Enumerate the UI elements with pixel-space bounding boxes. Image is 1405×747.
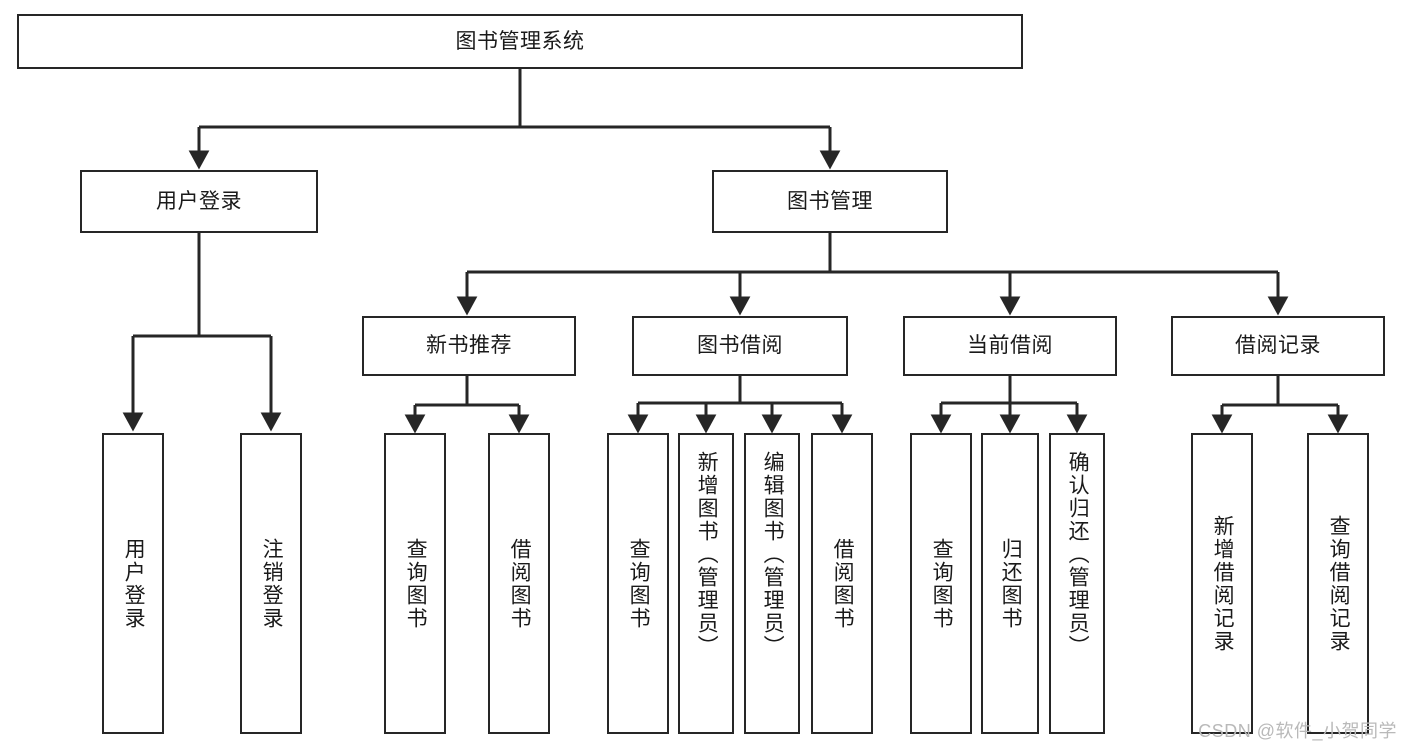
- node-new-book-rec-label: 新书推荐: [426, 334, 512, 358]
- node-user-login[interactable]: 用户登录: [80, 170, 318, 233]
- node-book-manage-label: 图书管理: [787, 189, 873, 213]
- node-current-borrow-label: 当前借阅: [967, 334, 1053, 358]
- node-leaf-logout[interactable]: 注销登录: [240, 433, 302, 734]
- node-leaf-query-book-3-label: 查询图书: [930, 537, 954, 630]
- node-leaf-query-book-2-label: 查询图书: [627, 537, 651, 630]
- node-leaf-borrow-book-2[interactable]: 借阅图书: [811, 433, 873, 734]
- node-leaf-user-login[interactable]: 用户登录: [102, 433, 164, 734]
- node-borrow-record[interactable]: 借阅记录: [1171, 316, 1385, 376]
- node-leaf-add-book-label: 新增图书（管理员）: [695, 451, 719, 658]
- node-leaf-add-record[interactable]: 新增借阅记录: [1191, 433, 1253, 734]
- node-leaf-borrow-book-1-label: 借阅图书: [508, 537, 532, 630]
- node-book-manage[interactable]: 图书管理: [712, 170, 948, 233]
- node-leaf-edit-book[interactable]: 编辑图书（管理员）: [744, 433, 800, 734]
- node-leaf-query-book-3[interactable]: 查询图书: [910, 433, 972, 734]
- node-leaf-return-book-label: 归还图书: [999, 537, 1023, 630]
- node-leaf-edit-book-label: 编辑图书（管理员）: [761, 451, 785, 658]
- node-current-borrow[interactable]: 当前借阅: [903, 316, 1117, 376]
- node-leaf-query-record-label: 查询借阅记录: [1327, 514, 1351, 653]
- node-borrow-record-label: 借阅记录: [1235, 334, 1321, 358]
- node-user-login-label: 用户登录: [156, 189, 242, 213]
- node-leaf-confirm-return-label: 确认归还（管理员）: [1066, 451, 1090, 658]
- node-leaf-return-book[interactable]: 归还图书: [981, 433, 1039, 734]
- node-leaf-query-book-1[interactable]: 查询图书: [384, 433, 446, 734]
- node-leaf-add-book[interactable]: 新增图书（管理员）: [678, 433, 734, 734]
- node-root[interactable]: 图书管理系统: [17, 14, 1023, 69]
- node-leaf-confirm-return[interactable]: 确认归还（管理员）: [1049, 433, 1105, 734]
- node-book-borrow-label: 图书借阅: [697, 334, 783, 358]
- node-leaf-borrow-book-2-label: 借阅图书: [831, 537, 855, 630]
- node-leaf-borrow-book-1[interactable]: 借阅图书: [488, 433, 550, 734]
- node-leaf-logout-label: 注销登录: [260, 537, 284, 630]
- node-leaf-query-book-2[interactable]: 查询图书: [607, 433, 669, 734]
- node-leaf-query-book-1-label: 查询图书: [404, 537, 428, 630]
- node-book-borrow[interactable]: 图书借阅: [632, 316, 848, 376]
- node-leaf-add-record-label: 新增借阅记录: [1211, 514, 1235, 653]
- node-leaf-query-record[interactable]: 查询借阅记录: [1307, 433, 1369, 734]
- node-new-book-rec[interactable]: 新书推荐: [362, 316, 576, 376]
- node-root-label: 图书管理系统: [455, 29, 585, 53]
- node-leaf-user-login-label: 用户登录: [122, 537, 146, 630]
